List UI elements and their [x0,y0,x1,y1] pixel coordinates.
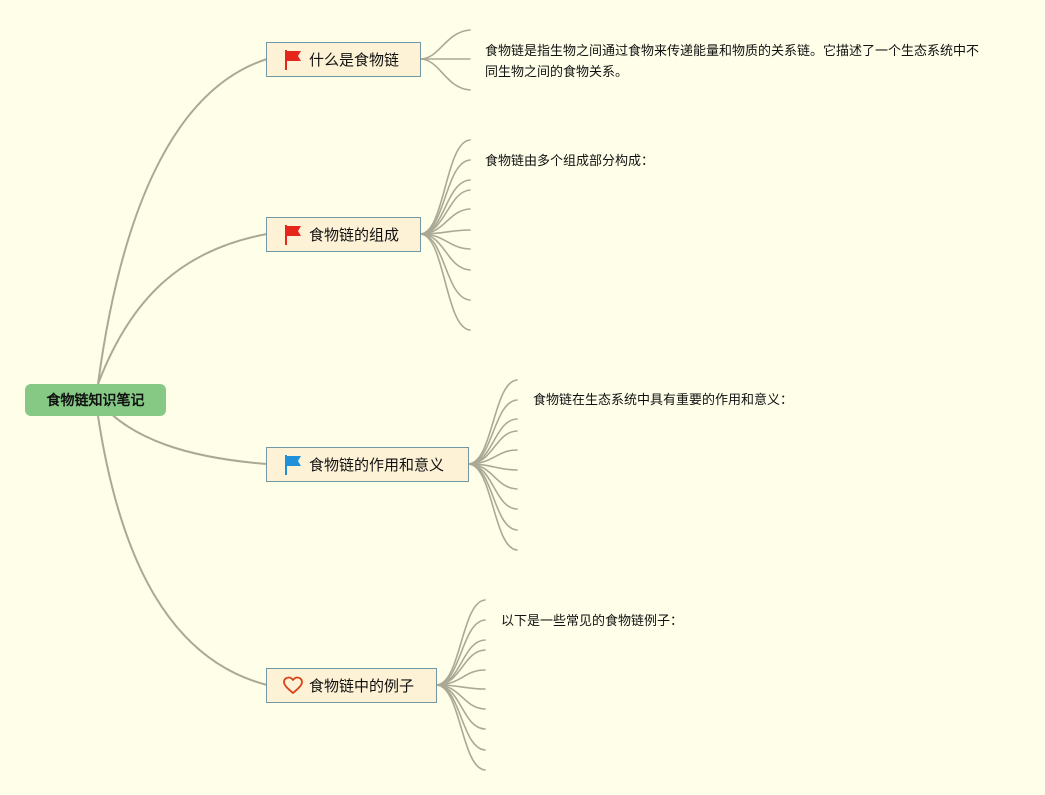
branch-topic-1-3 [419,58,471,91]
branch-topic-2-1 [419,139,471,235]
topic-label: 什么是食物链 [309,51,400,69]
topic-food-chain-components[interactable]: 食物链的组成 [266,217,421,252]
branch-topic-4-1 [435,599,486,686]
root-node[interactable]: 食物链知识笔记 [25,384,166,416]
note-food-chain-examples: 以下是一些常见的食物链例子： [501,614,684,629]
red-flag-icon [285,49,301,70]
branch-topic-3-10 [467,463,518,551]
topic-food-chain-examples[interactable]: 食物链中的例子 [266,668,437,703]
branch-topic-1-1 [419,29,471,60]
branch-topic-2-2 [419,159,471,235]
root-node-label: 食物链知识笔记 [46,393,145,409]
branch-topic-3-1 [467,379,518,465]
connector-root-to-topic-4 [97,415,268,686]
connector-root-to-topic-1 [97,58,268,385]
topic-label: 食物链的组成 [309,226,400,244]
blue-flag-icon [285,454,301,475]
note-what-is-food-chain: 食物链是指生物之间通过食物来传递能量和物质的关系链。它描述了一个生态系统中不同生… [485,44,980,80]
red-flag-icon [285,224,301,245]
topic-what-is-food-chain[interactable]: 什么是食物链 [266,42,421,77]
branch-topic-3-9 [467,463,518,531]
connector-root-to-topic-2 [97,233,268,385]
note-food-chain-components: 食物链由多个组成部分构成： [485,154,655,169]
topic-food-chain-role-and-meaning[interactable]: 食物链的作用和意义 [266,447,469,482]
branch-topic-3-4 [467,430,518,465]
note-food-chain-role-and-meaning: 食物链在生态系统中具有重要的作用和意义： [533,393,794,408]
topic-label: 食物链中的例子 [309,677,415,695]
branch-topic-4-10 [435,684,486,771]
branch-topic-2-9 [419,233,471,301]
topic-label: 食物链的作用和意义 [309,456,445,474]
heart-outline-icon [283,676,303,694]
branch-topic-2-10 [419,233,471,331]
